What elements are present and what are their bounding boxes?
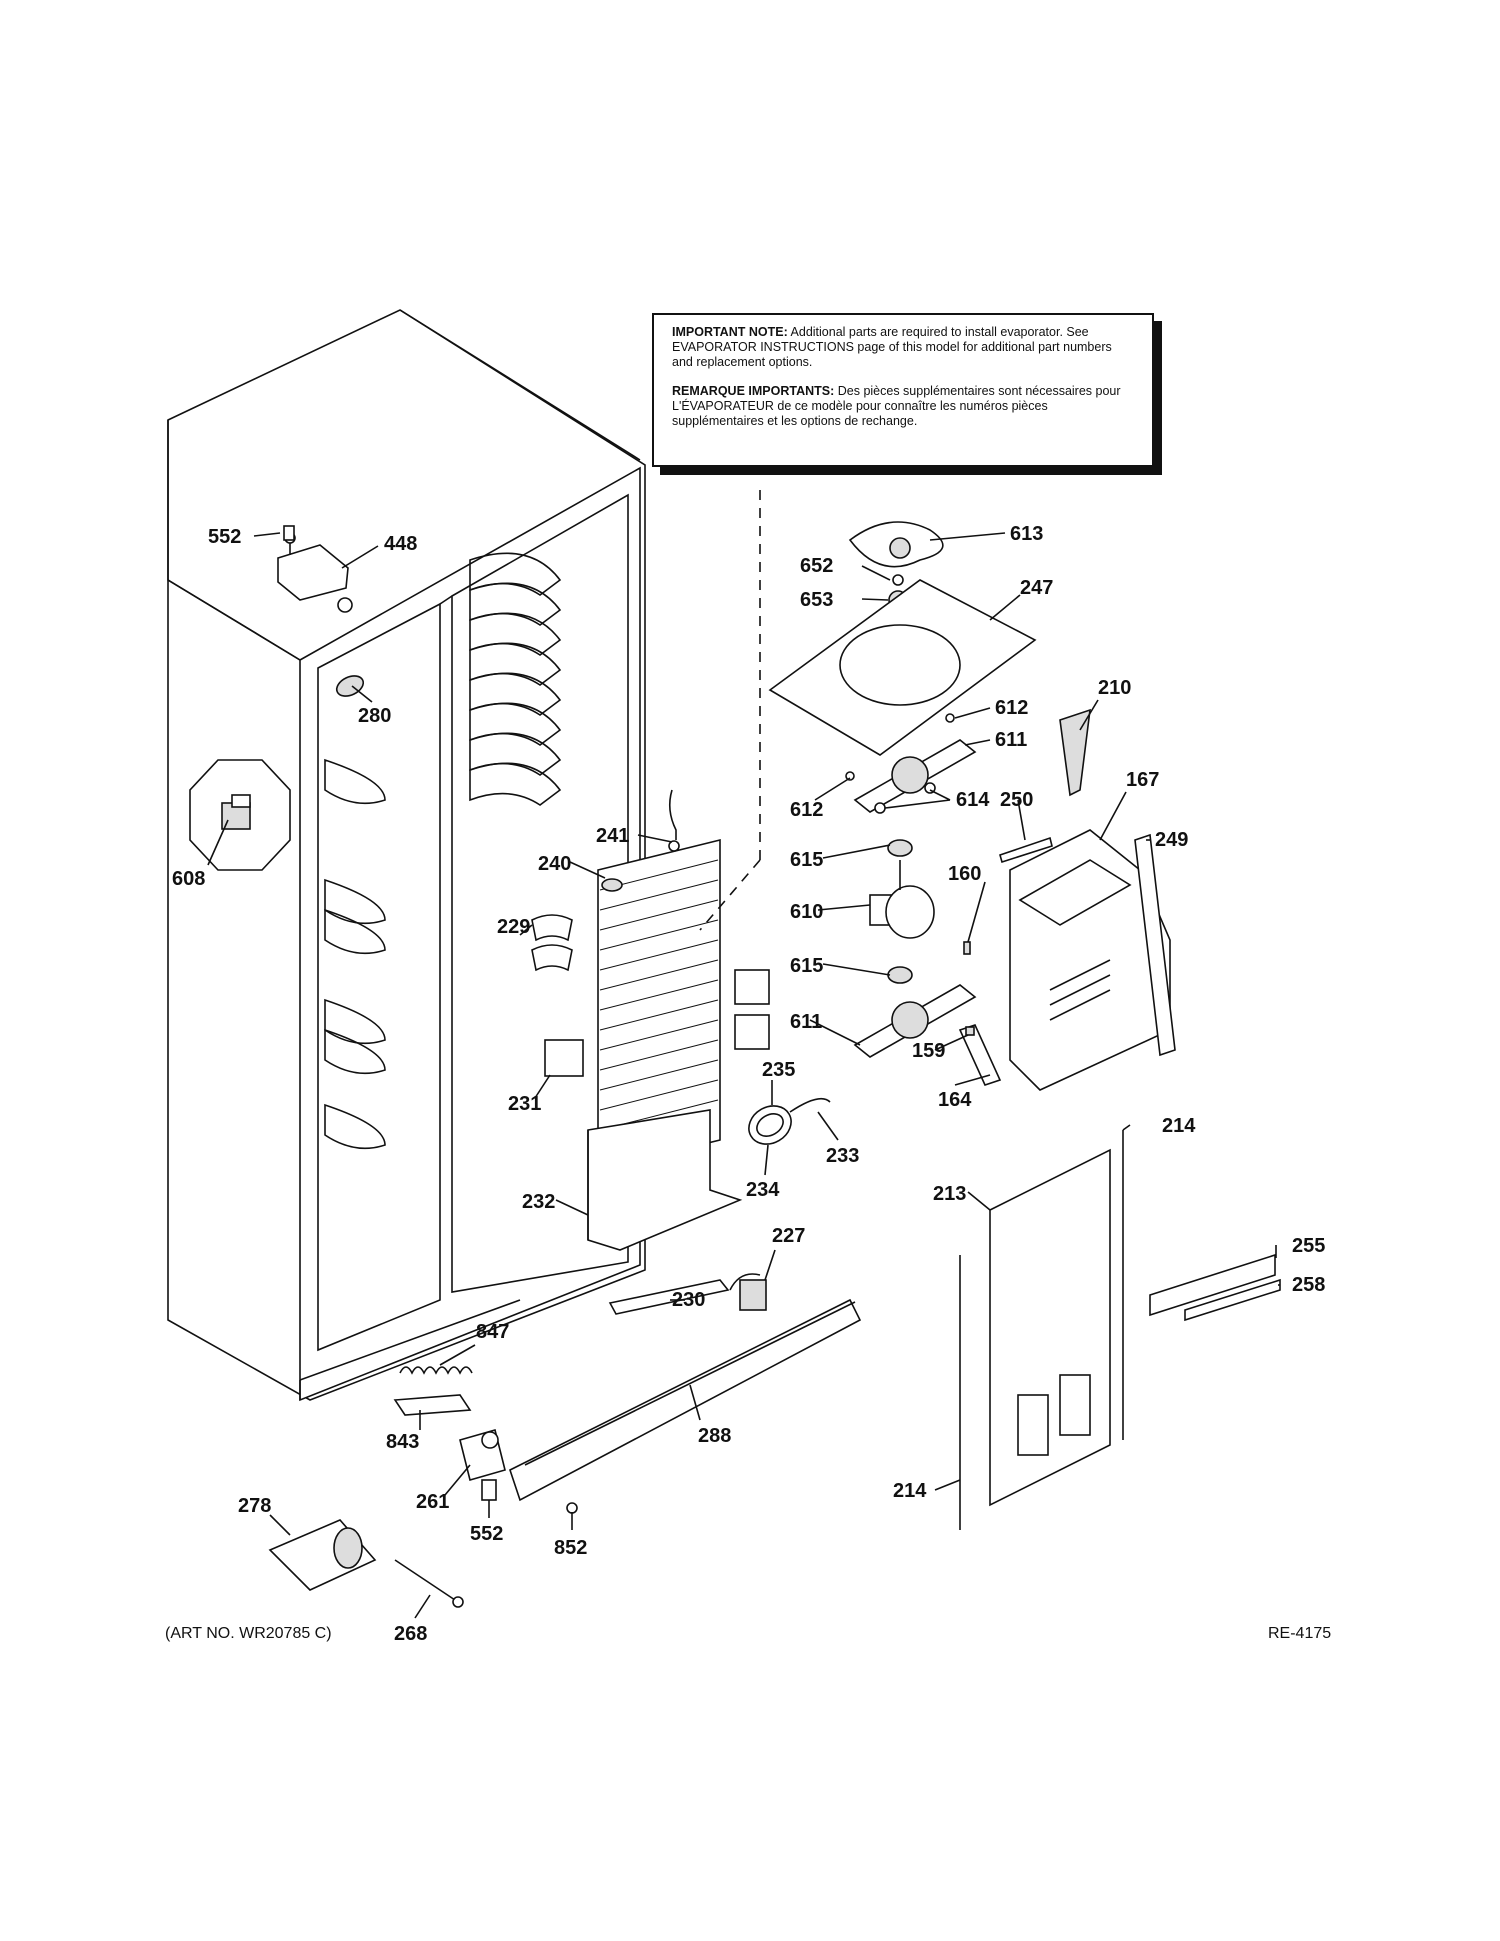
sensor-235 bbox=[748, 1097, 831, 1145]
callout-240: 240 bbox=[538, 853, 571, 875]
callout-847: 847 bbox=[476, 1321, 509, 1343]
screw-852 bbox=[566, 1502, 578, 1514]
note-fr-heading: REMARQUE IMPORTANTS: bbox=[672, 384, 835, 398]
motor-bracket-611-upper bbox=[853, 739, 977, 813]
fan-cover-247 bbox=[768, 579, 1037, 756]
callout-613: 613 bbox=[1010, 523, 1043, 545]
callout-235: 235 bbox=[762, 1059, 795, 1081]
note-french: REMARQUE IMPORTANTS: Des pièces suppléme… bbox=[672, 384, 1136, 429]
motor-bracket-611-lower bbox=[853, 984, 977, 1058]
callout-232: 232 bbox=[522, 1191, 555, 1213]
callout-231: 231 bbox=[508, 1093, 541, 1115]
callout-448: 448 bbox=[384, 533, 417, 555]
callout-230: 230 bbox=[672, 1289, 705, 1311]
note-en-heading: IMPORTANT NOTE: bbox=[672, 325, 788, 339]
callout-159: 159 bbox=[912, 1040, 945, 1062]
panel-vents bbox=[1017, 1374, 1091, 1456]
note-fr-text: Des pièces supplémentaires sont nécessai… bbox=[672, 384, 1121, 428]
fan-blade-613 bbox=[848, 521, 944, 568]
strip-250 bbox=[999, 836, 1053, 864]
callout-614: 614 bbox=[956, 789, 990, 811]
art-number: (ART NO. WR20785 C) bbox=[165, 1625, 332, 1642]
callout-160: 160 bbox=[948, 863, 981, 885]
grille-255 bbox=[1149, 1253, 1276, 1317]
door-bins bbox=[469, 552, 562, 806]
note-en-text: Additional parts are required to install… bbox=[672, 325, 1112, 369]
callout-552-b: 552 bbox=[470, 1523, 503, 1545]
freezer-shelves bbox=[324, 758, 386, 1150]
fan-motor-610 bbox=[869, 860, 935, 939]
rear-panel-213 bbox=[989, 1148, 1111, 1507]
bolt-268 bbox=[394, 1559, 456, 1601]
grommet-615-lower bbox=[887, 966, 913, 984]
callout-615: 615 bbox=[790, 849, 823, 871]
callout-214: 214 bbox=[1162, 1115, 1196, 1137]
part-159 bbox=[965, 1026, 975, 1036]
callout-250: 250 bbox=[1000, 789, 1033, 811]
callout-552: 552 bbox=[208, 526, 241, 548]
callout-278: 278 bbox=[238, 1495, 271, 1517]
callout-611-b: 611 bbox=[790, 1011, 822, 1033]
duct-249 bbox=[1134, 833, 1176, 1057]
callout-615-b: 615 bbox=[790, 955, 823, 977]
callout-234: 234 bbox=[746, 1179, 780, 1201]
callout-652: 652 bbox=[800, 555, 833, 577]
callout-229: 229 bbox=[497, 916, 530, 938]
grommet-614b bbox=[874, 802, 886, 814]
callout-268: 268 bbox=[394, 1623, 427, 1645]
spring-847 bbox=[399, 1366, 473, 1375]
roller-278 bbox=[268, 1519, 377, 1591]
callout-233: 233 bbox=[826, 1145, 859, 1167]
reference-code: RE-4175 bbox=[1268, 1625, 1332, 1642]
screw-612b bbox=[845, 771, 855, 781]
callout-214-b: 214 bbox=[893, 1480, 927, 1502]
callout-labels: 552 448 280 608 613 652 653 247 612 611 … bbox=[172, 523, 1325, 1645]
screw-552-lower bbox=[481, 1479, 497, 1501]
callout-247: 247 bbox=[1020, 577, 1053, 599]
part-160 bbox=[963, 941, 971, 955]
link-843 bbox=[393, 1394, 472, 1416]
hinge-448 bbox=[277, 532, 353, 613]
cabinet bbox=[167, 309, 646, 1402]
grille-258 bbox=[1184, 1278, 1281, 1322]
callout-612: 612 bbox=[995, 697, 1028, 719]
hinge-261 bbox=[459, 1429, 506, 1481]
part-652 bbox=[892, 574, 904, 586]
callout-608: 608 bbox=[172, 868, 205, 890]
note-english: IMPORTANT NOTE: Additional parts are req… bbox=[672, 325, 1136, 370]
leader-lines bbox=[207, 532, 1280, 1619]
important-note-box: IMPORTANT NOTE: Additional parts are req… bbox=[652, 313, 1154, 467]
cover-210 bbox=[1059, 708, 1091, 797]
plug-280 bbox=[335, 675, 365, 697]
callout-241: 241 bbox=[596, 825, 629, 847]
callout-288: 288 bbox=[698, 1425, 731, 1447]
callout-612-b: 612 bbox=[790, 799, 823, 821]
callout-210: 210 bbox=[1098, 677, 1131, 699]
callout-610: 610 bbox=[790, 901, 823, 923]
grommet-615-upper bbox=[887, 839, 913, 857]
callout-653: 653 bbox=[800, 589, 833, 611]
callout-280: 280 bbox=[358, 705, 391, 727]
air-duct-167 bbox=[1009, 829, 1171, 1091]
callout-213: 213 bbox=[933, 1183, 966, 1205]
callout-255: 255 bbox=[1292, 1235, 1325, 1257]
callout-249: 249 bbox=[1155, 829, 1188, 851]
callout-852: 852 bbox=[554, 1537, 587, 1559]
callout-261: 261 bbox=[416, 1491, 449, 1513]
callout-258: 258 bbox=[1292, 1274, 1325, 1296]
base-rail-288 bbox=[509, 1298, 862, 1502]
evaporator-coils bbox=[599, 859, 719, 1131]
screw-612 bbox=[945, 713, 955, 723]
callout-843: 843 bbox=[386, 1431, 419, 1453]
callout-167: 167 bbox=[1126, 769, 1159, 791]
callout-227: 227 bbox=[772, 1225, 805, 1247]
callout-164: 164 bbox=[938, 1089, 972, 1111]
screw-552-top bbox=[283, 525, 295, 541]
evaporator-assembly bbox=[531, 789, 770, 1315]
callout-611: 611 bbox=[995, 729, 1027, 751]
